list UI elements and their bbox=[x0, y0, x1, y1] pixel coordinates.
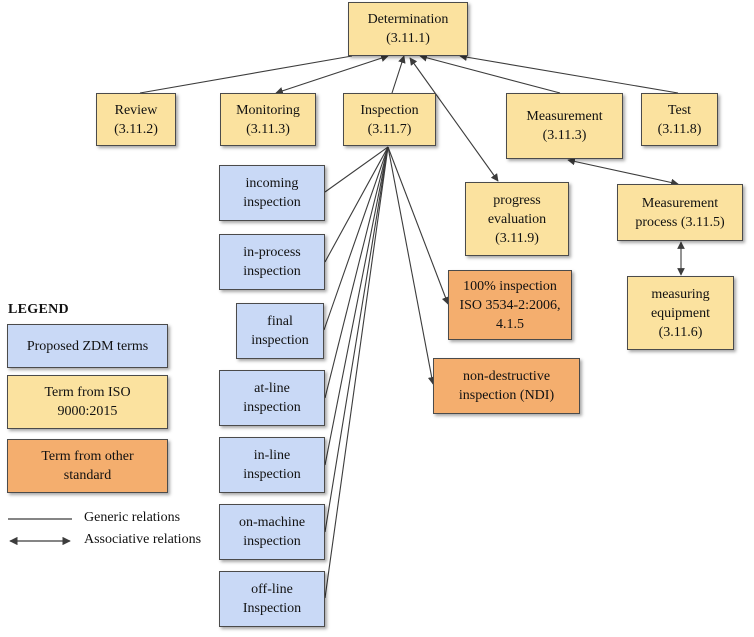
node-label-line1: Determination bbox=[367, 12, 449, 27]
node-label-line1: on-machine bbox=[238, 515, 306, 530]
legend-generic-label: Generic relations bbox=[84, 510, 181, 525]
node-label-line1: 100% inspection bbox=[463, 278, 557, 294]
node-label-line1: Monitoring bbox=[236, 102, 300, 118]
node-label-line1: progress bbox=[493, 192, 541, 208]
node-label-line1: incoming bbox=[245, 176, 299, 191]
node-label-line1: Measurement bbox=[641, 195, 719, 211]
node-in-line-inspection: in-line inspection bbox=[219, 437, 325, 493]
node-label-line1: in-process bbox=[243, 245, 301, 260]
node-100-percent-inspection: 100% inspection ISO 3534-2:2006, 4.1.5 bbox=[448, 270, 572, 340]
node-label-line2: (3.11.1) bbox=[386, 31, 430, 46]
edge-inspection-to-final-inspection bbox=[323, 146, 389, 331]
node-measurement: Measurement (3.11.3) bbox=[506, 93, 623, 159]
legend-other-swatch: Term from other standard bbox=[7, 439, 168, 493]
node-label-line1: Test bbox=[667, 102, 692, 118]
node-label-line1: non-destructive bbox=[462, 369, 551, 384]
node-label-line3: 4.1.5 bbox=[496, 316, 524, 332]
node-label-line1: off-line bbox=[251, 582, 293, 597]
edge-inspection-to-at-line-inspection bbox=[324, 146, 389, 399]
edge-determination-to-review bbox=[139, 55, 353, 94]
node-measurement-process: Measurement process (3.11.5) bbox=[617, 184, 743, 241]
node-at-line-inspection: at-line inspection bbox=[219, 370, 325, 426]
node-label-line2: Inspection bbox=[242, 601, 302, 616]
node-label-line2: (3.11.8) bbox=[657, 121, 702, 137]
legend-iso-swatch: Term from ISO 9000:2015 bbox=[7, 375, 168, 429]
node-label-line3: (3.11.9) bbox=[495, 230, 539, 246]
edge-determination-to-monitoring bbox=[275, 54, 389, 95]
edge-inspection-to-in-line-inspection bbox=[324, 146, 389, 466]
node-determination: Determination (3.11.1) bbox=[348, 2, 468, 56]
node-label-line2: inspection bbox=[243, 264, 301, 279]
node-off-line-inspection: off-line Inspection bbox=[219, 571, 325, 627]
edge-inspection-to-hundred-percent-inspection bbox=[387, 146, 450, 305]
node-label-line1: final bbox=[267, 314, 293, 329]
node-label-line2: inspection bbox=[243, 195, 301, 210]
node-in-process-inspection: in-process inspection bbox=[219, 234, 325, 290]
node-review: Review (3.11.2) bbox=[96, 93, 176, 146]
edge-measurement-to-measurement-process bbox=[567, 157, 679, 187]
node-non-destructive-inspection: non-destructive inspection (NDI) bbox=[433, 358, 580, 414]
legend-title: LEGEND bbox=[8, 302, 69, 317]
node-on-machine-inspection: on-machine inspection bbox=[219, 504, 325, 560]
node-measuring-equipment: measuring equipment (3.11.6) bbox=[627, 276, 734, 350]
node-final-inspection: final inspection bbox=[236, 303, 324, 359]
node-label-line2: (3.11.2) bbox=[114, 121, 158, 137]
legend-zdm-label: Proposed ZDM terms bbox=[26, 338, 149, 354]
node-label-line3: (3.11.6) bbox=[658, 324, 703, 340]
edge-inspection-to-off-line-inspection bbox=[324, 146, 389, 599]
legend-zdm-swatch: Proposed ZDM terms bbox=[7, 324, 168, 368]
edge-determination-to-test bbox=[459, 53, 679, 94]
edge-inspection-to-on-machine-inspection bbox=[324, 146, 389, 533]
edge-inspection-to-in-process-inspection bbox=[324, 146, 389, 263]
node-label-line1: Inspection bbox=[360, 102, 419, 118]
node-inspection: Inspection (3.11.7) bbox=[343, 93, 436, 146]
edge-inspection-to-incoming-inspection bbox=[324, 146, 389, 193]
node-label-line2: inspection bbox=[243, 534, 301, 549]
node-label-line1: Measurement bbox=[526, 109, 603, 124]
node-progress-evaluation: progress evaluation (3.11.9) bbox=[465, 182, 569, 256]
node-label-line2: (3.11.3) bbox=[542, 128, 587, 143]
node-label-line1: measuring bbox=[651, 286, 710, 302]
node-label-line2: inspection bbox=[251, 333, 309, 348]
node-label-line2: inspection bbox=[243, 467, 301, 482]
node-label-line2: inspection bbox=[243, 400, 301, 415]
legend-other-label: Term from other standard bbox=[41, 449, 134, 483]
node-label-line1: Review bbox=[114, 102, 158, 118]
node-label-line1: in-line bbox=[253, 448, 291, 463]
node-monitoring: Monitoring (3.11.3) bbox=[220, 93, 316, 146]
edge-inspection-to-ndi bbox=[387, 146, 436, 385]
node-label-line2: (3.11.7) bbox=[367, 121, 412, 137]
legend-iso-label: Term from ISO 9000:2015 bbox=[44, 385, 131, 419]
node-label-line1: at-line bbox=[254, 381, 290, 396]
node-label-line2: equipment bbox=[650, 305, 711, 321]
node-label-line2: inspection (NDI) bbox=[458, 388, 555, 403]
node-incoming-inspection: incoming inspection bbox=[219, 165, 325, 221]
node-test: Test (3.11.8) bbox=[641, 93, 718, 146]
legend-associative-label: Associative relations bbox=[84, 532, 202, 547]
node-label-line2: evaluation bbox=[487, 211, 547, 227]
node-label-line2: ISO 3534-2:2006, bbox=[459, 297, 561, 313]
edge-determination-to-measurement bbox=[419, 54, 561, 94]
node-label-line2: process (3.11.5) bbox=[635, 214, 725, 230]
node-label-line2: (3.11.3) bbox=[246, 121, 290, 137]
edge-determination-to-inspection bbox=[391, 55, 406, 94]
